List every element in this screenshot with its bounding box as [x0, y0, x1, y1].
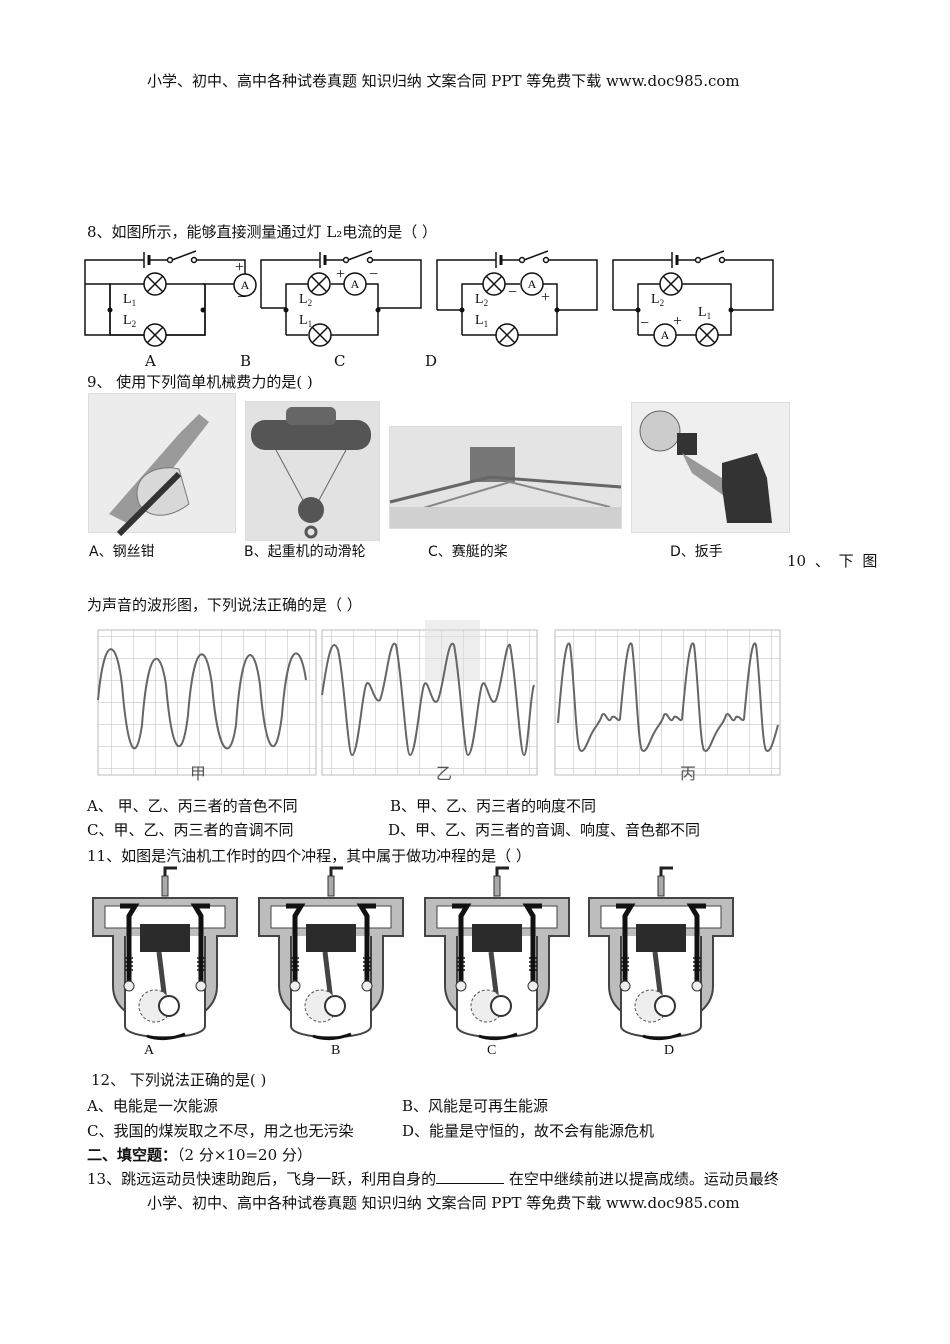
q10-option-d: D、甲、乙、丙三者的音调、响度、音色都不同	[388, 821, 701, 839]
svg-text:L2: L2	[651, 292, 664, 308]
svg-text:−: −	[508, 284, 517, 301]
page-footer: 小学、初中、高中各种试卷真题 知识归纳 文案合同 PPT 等免费下载 www.d…	[147, 1194, 740, 1212]
q12-option-c: C、我国的煤炭取之不尽，用之也无污染	[87, 1122, 354, 1140]
svg-text:L2: L2	[475, 292, 488, 308]
wave-label-bing: 丙	[680, 764, 697, 783]
wave-label-yi: 乙	[436, 764, 453, 783]
svg-text:−: −	[237, 289, 246, 306]
q8-option-a: A	[145, 352, 156, 370]
q12-option-a: A、电能是一次能源	[87, 1097, 218, 1115]
engine-label-a: A	[144, 1043, 155, 1058]
q9-stem: 9、 使用下列简单机械费力的是( )	[87, 373, 313, 391]
q13-answer-blank[interactable]	[436, 1169, 505, 1184]
crane-pulley-image	[245, 401, 380, 541]
svg-text:L2: L2	[123, 313, 136, 329]
svg-text:L2: L2	[299, 292, 312, 308]
pliers-caption: A、钢丝钳	[89, 544, 155, 560]
rowing-boat-image	[389, 426, 622, 529]
section2-title: 二、填空题：	[87, 1146, 178, 1164]
rowing-oar-caption: C、赛艇的桨	[428, 544, 508, 560]
q12-option-d: D、能量是守恒的，故不会有能源危机	[402, 1122, 655, 1140]
q12-stem: 12、 下列说法正确的是( )	[91, 1071, 267, 1089]
q10-option-b: B、甲、乙、丙三者的响度不同	[390, 797, 597, 815]
svg-text:L1: L1	[123, 292, 136, 308]
q8-circuits: A L1 L2	[84, 250, 774, 347]
engine-label-c: C	[487, 1043, 497, 1058]
q10-option-a: A、 甲、乙、丙三者的音色不同	[87, 797, 298, 815]
crane-pulley-caption: B、起重机的动滑轮	[244, 544, 366, 560]
q8-stem: 8、如图所示，能够直接测量通过灯 L₂电流的是（ ）	[87, 223, 438, 241]
q8-option-c: C	[334, 352, 346, 370]
wrench-image	[631, 402, 790, 533]
svg-text:+: +	[235, 259, 244, 276]
q10-stem-part1: 10 、 下 图	[787, 552, 878, 570]
svg-text:+: +	[541, 289, 550, 306]
svg-text:−: −	[369, 266, 378, 283]
svg-text:L1: L1	[299, 313, 312, 329]
q8-option-d: D	[425, 352, 438, 370]
page-header: 小学、初中、高中各种试卷真题 知识归纳 文案合同 PPT 等免费下载 www.d…	[147, 72, 740, 90]
pliers-image	[88, 393, 236, 537]
svg-text:L1: L1	[698, 305, 711, 321]
section2-score: （2 分×10=20 分）	[177, 1146, 312, 1164]
q11-stem: 11、如图是汽油机工作时的四个冲程，其中属于做功冲程的是（ ）	[87, 847, 531, 865]
q10-stem-part2: 为声音的波形图，下列说法正确的是（ ）	[87, 596, 362, 614]
svg-text:+: +	[673, 313, 682, 330]
svg-text:−: −	[640, 315, 649, 332]
q12-option-b: B、风能是可再生能源	[402, 1097, 549, 1115]
sound-waveforms	[97, 620, 781, 776]
q13-part1: 13、跳远运动员快速助跑后，飞身一跃，利用自身的	[87, 1170, 437, 1188]
q13-text: 13、跳远运动员快速助跑后，飞身一跃，利用自身的 在空中继续前进以提高成绩。运动…	[87, 1168, 779, 1189]
q13-part2: 在空中继续前进以提高成绩。运动员最终	[504, 1170, 779, 1188]
section2-heading: 二、填空题：（2 分×10=20 分）	[87, 1144, 312, 1165]
svg-text:+: +	[336, 266, 345, 283]
svg-text:L1: L1	[475, 313, 488, 329]
engine-label-d: D	[664, 1043, 675, 1058]
engine-label-b: B	[331, 1043, 341, 1058]
q10-option-c: C、甲、乙、丙三者的音调不同	[87, 821, 294, 839]
q8-option-b: B	[240, 352, 252, 370]
wrench-caption: D、扳手	[670, 544, 723, 560]
wave-label-jia: 甲	[190, 764, 207, 783]
engine-strokes	[85, 868, 785, 1048]
